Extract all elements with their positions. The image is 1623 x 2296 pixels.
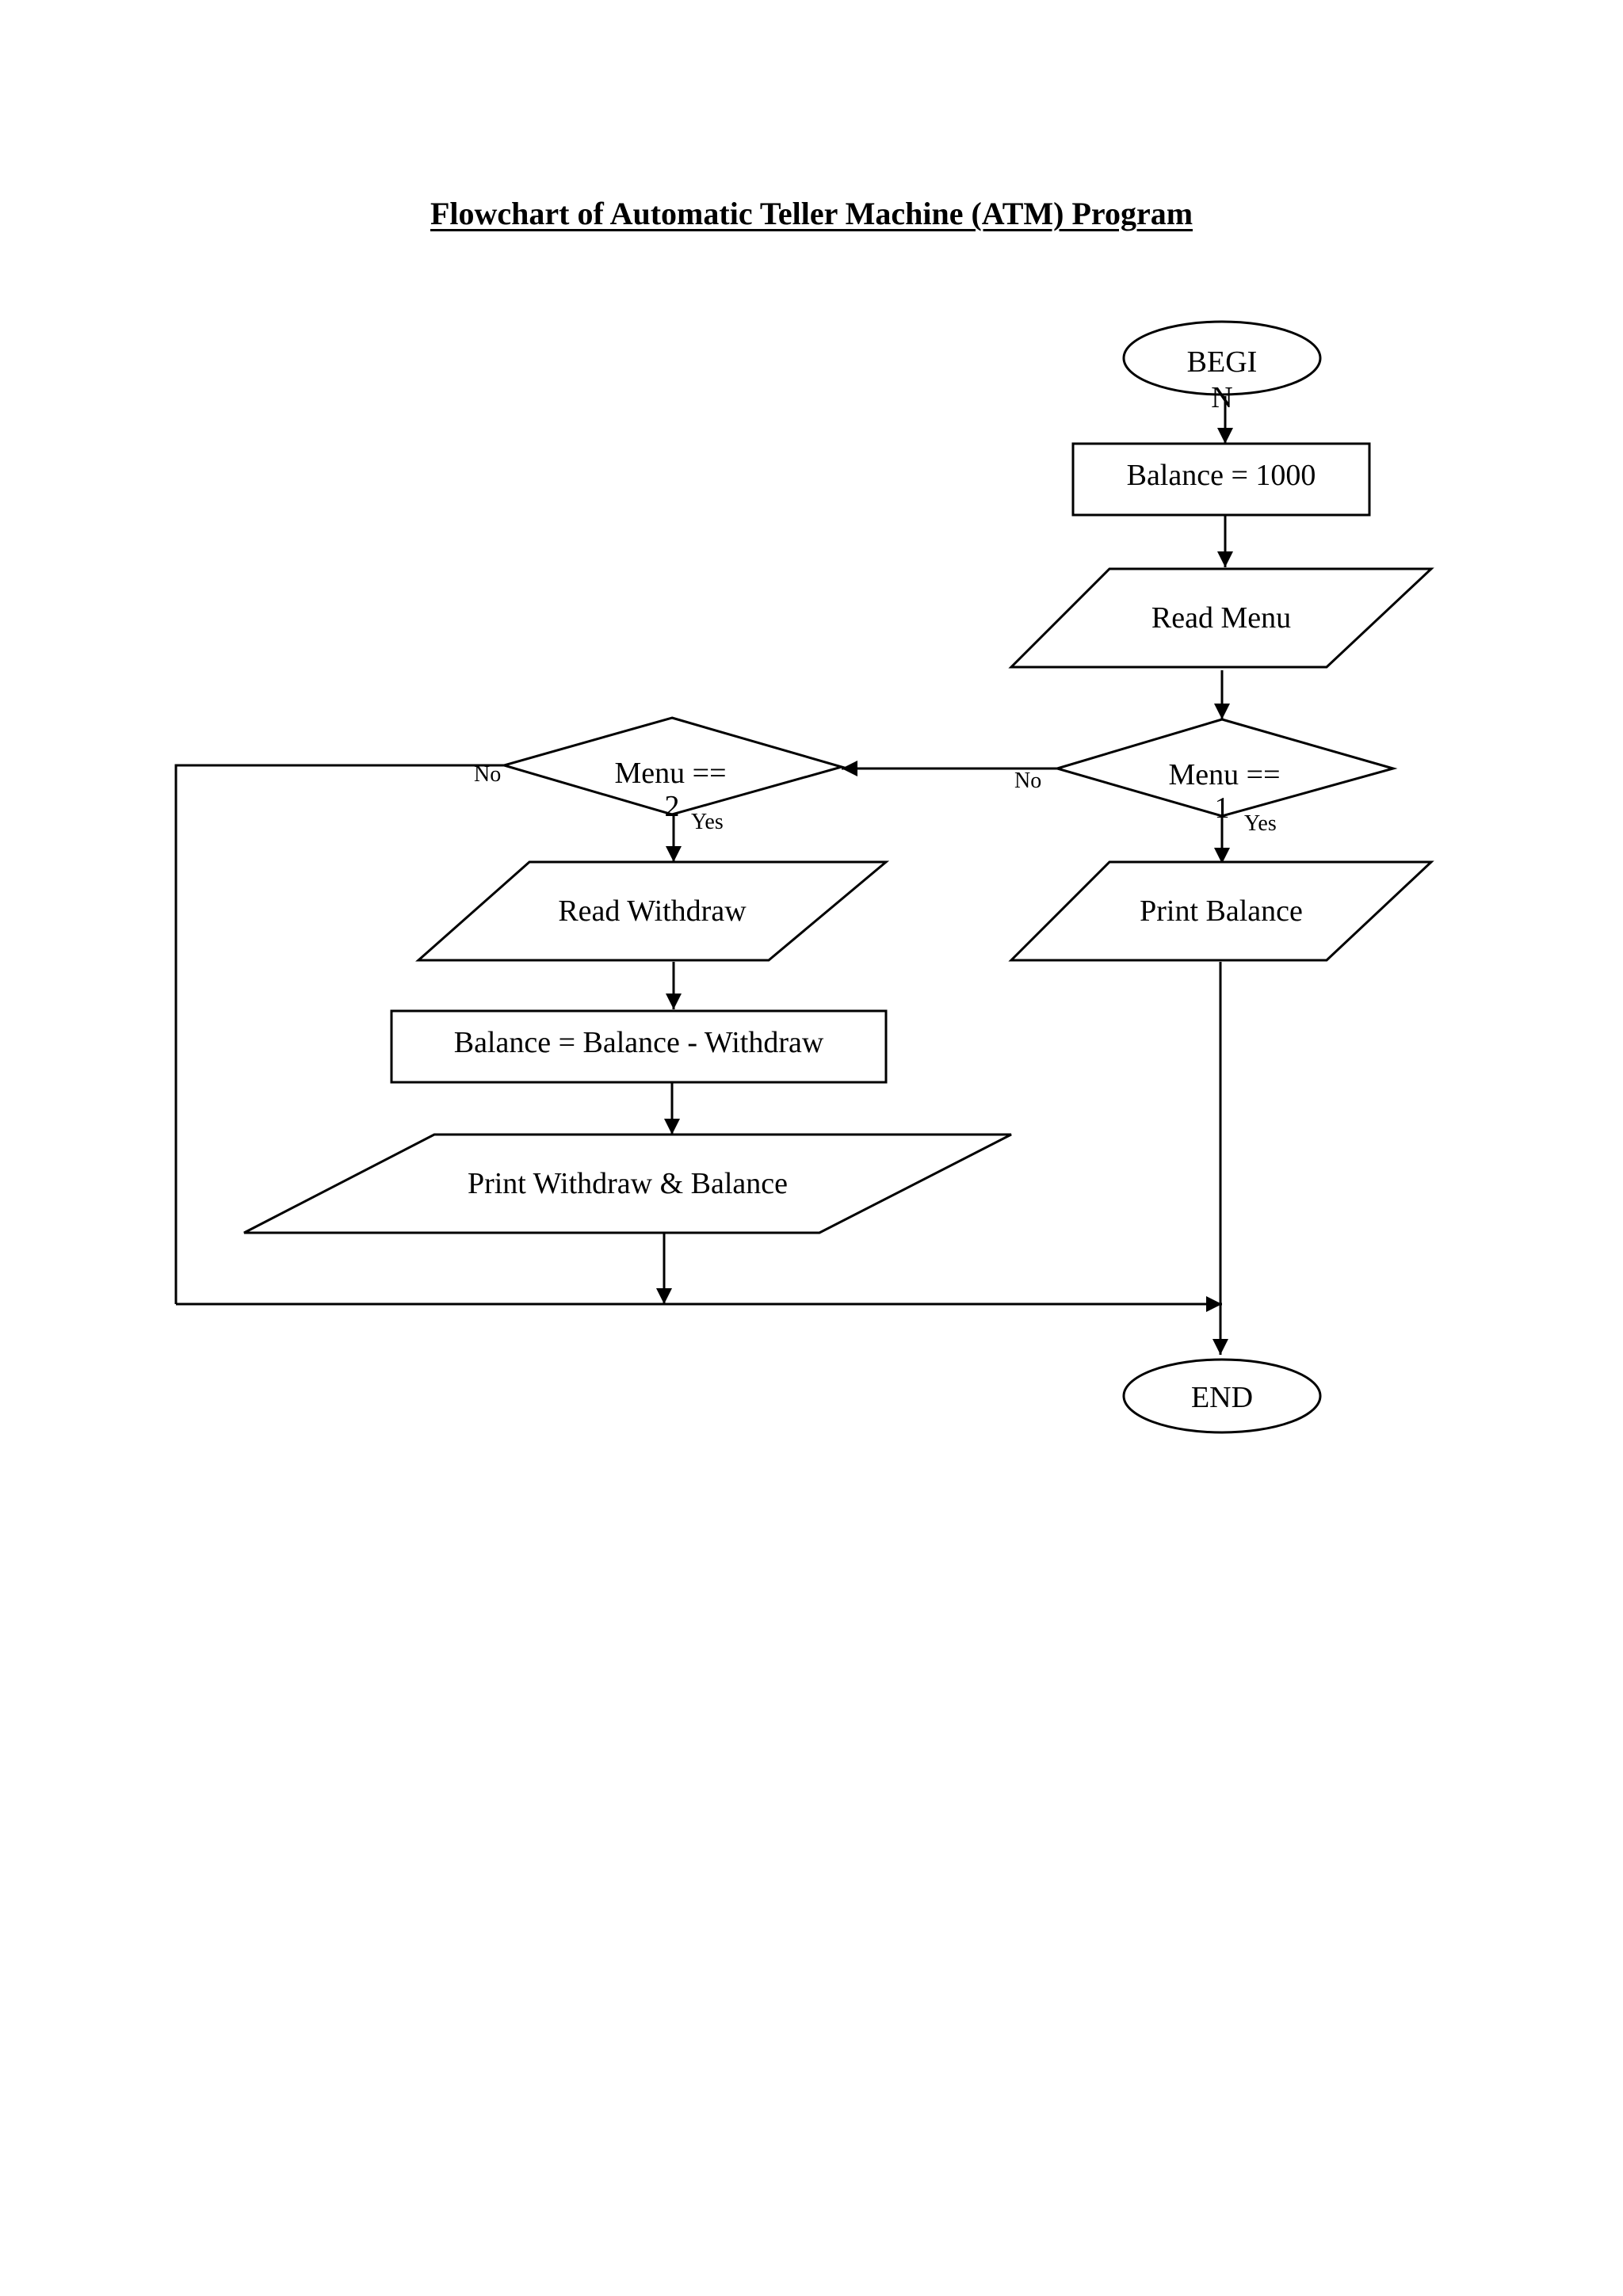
edge-label-menu-eq-2-yes: Yes: [691, 810, 724, 834]
node-init-balance: Balance = 1000: [1071, 442, 1371, 517]
node-begin: BEGI N: [1122, 320, 1322, 414]
edge-menu-eq-2-no: [174, 764, 504, 1304]
node-menu-eq-1-label-1: Menu ==: [1168, 758, 1280, 791]
node-menu-eq-2-label-1: Menu ==: [614, 757, 726, 790]
node-print-balance: Print Balance: [1008, 860, 1434, 962]
node-read-withdraw: Read Withdraw: [415, 860, 890, 962]
node-read-menu-label: Read Menu: [1151, 601, 1291, 635]
node-update-balance-label: Balance = Balance - Withdraw: [454, 1026, 824, 1059]
node-begin-label-1: BEGI: [1187, 345, 1258, 379]
node-print-balance-label: Print Balance: [1140, 894, 1303, 928]
node-end: END: [1122, 1358, 1322, 1434]
node-print-withdraw-balance-label: Print Withdraw & Balance: [468, 1167, 788, 1200]
edge-label-menu-eq-2-no: No: [474, 762, 501, 787]
edge-label-menu-eq-1-yes: Yes: [1244, 811, 1277, 836]
node-print-withdraw-balance: Print Withdraw & Balance: [243, 1133, 1012, 1234]
node-menu-eq-1: Menu == 1: [1052, 718, 1398, 825]
node-menu-eq-2-label-2: 2: [665, 790, 680, 823]
node-read-withdraw-label: Read Withdraw: [558, 894, 747, 928]
node-menu-eq-1-label-2: 1: [1215, 791, 1230, 825]
node-update-balance: Balance = Balance - Withdraw: [390, 1009, 888, 1084]
diagram-title: Flowchart of Automatic Teller Machine (A…: [430, 196, 1193, 231]
edge-label-menu-eq-1-no: No: [1014, 769, 1041, 793]
node-menu-eq-2: Menu == 2: [499, 716, 846, 823]
node-init-balance-label: Balance = 1000: [1127, 459, 1316, 492]
node-read-menu: Read Menu: [1008, 567, 1434, 669]
node-end-label: END: [1191, 1381, 1253, 1414]
node-begin-label-2: N: [1211, 381, 1232, 414]
